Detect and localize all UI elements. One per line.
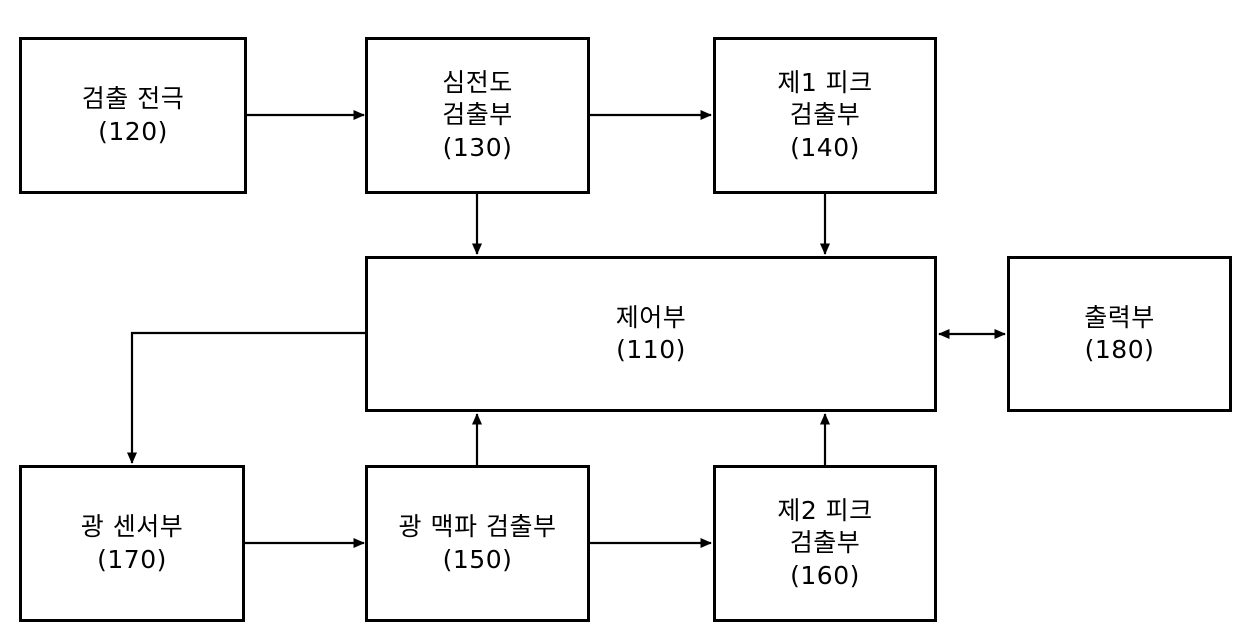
node-first-peak-detector[interactable]: 제1 피크 검출부 (140) xyxy=(713,37,937,194)
node-150-label: 광 맥파 검출부 xyxy=(398,512,557,541)
node-second-peak-detector[interactable]: 제2 피크 검출부 (160) xyxy=(713,465,937,622)
node-ecg-detector[interactable]: 심전도 검출부 (130) xyxy=(365,37,590,194)
node-optical-sensor[interactable]: 광 센서부 (170) xyxy=(19,465,245,622)
node-170-ref: (170) xyxy=(97,544,167,574)
node-ppg-detector[interactable]: 광 맥파 검출부 (150) xyxy=(365,465,590,622)
node-170-label: 광 센서부 xyxy=(80,512,184,541)
node-180-ref: (180) xyxy=(1084,335,1155,364)
node-180-label: 출력부 xyxy=(1084,302,1155,332)
node-160-ref: (160) xyxy=(790,560,860,590)
node-150-ref: (150) xyxy=(442,544,513,574)
node-120-label: 검출 전극 xyxy=(81,84,185,113)
node-160-label-line1: 제2 피크 xyxy=(777,495,873,525)
node-130-label-line1: 심전도 xyxy=(442,67,513,97)
node-control-unit[interactable]: 제어부 (110) xyxy=(365,256,937,412)
node-160-label-line2: 검출부 xyxy=(789,528,861,558)
node-140-label-line1: 제1 피크 xyxy=(777,67,873,97)
node-140-ref: (140) xyxy=(790,132,860,162)
node-110-label: 제어부 xyxy=(615,302,687,332)
node-120-ref: (120) xyxy=(98,116,168,146)
node-130-label-line2: 검출부 xyxy=(442,100,513,130)
node-output-unit[interactable]: 출력부 (180) xyxy=(1007,256,1232,412)
connector-110-to-170 xyxy=(126,331,365,464)
node-140-label-line2: 검출부 xyxy=(789,100,861,130)
node-detection-electrode[interactable]: 검출 전극 (120) xyxy=(19,37,247,194)
node-130-ref: (130) xyxy=(442,132,513,162)
node-110-ref: (110) xyxy=(616,335,686,364)
